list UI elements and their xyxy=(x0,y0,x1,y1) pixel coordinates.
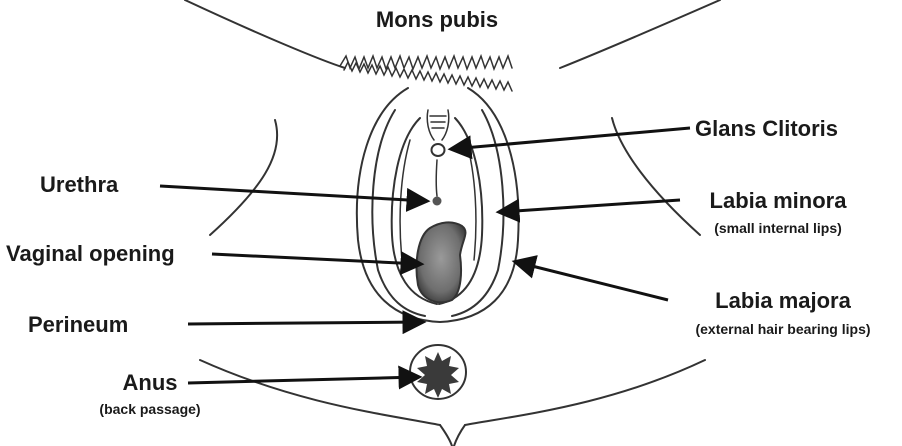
label-mons-pubis: Mons pubis xyxy=(376,7,498,32)
urethra-shape xyxy=(433,197,442,206)
glans-clitoris-shape xyxy=(432,144,445,156)
label-glans-clitoris: Glans Clitoris xyxy=(695,116,838,141)
label-anus-sub: (back passage) xyxy=(99,401,200,417)
label-labia-minora-sub: (small internal lips) xyxy=(714,220,842,236)
anus-shape xyxy=(410,345,466,399)
arrow-glans-clitoris xyxy=(452,128,690,149)
pubic-hair xyxy=(340,56,512,91)
label-labia-minora: Labia minora xyxy=(710,188,848,213)
arrow-anus xyxy=(188,377,418,383)
label-labia-majora-sub: (external hair bearing lips) xyxy=(695,321,870,337)
vaginal-opening-shape xyxy=(417,222,466,302)
label-urethra: Urethra xyxy=(40,172,119,197)
arrow-urethra xyxy=(160,186,426,201)
arrow-labia-minora xyxy=(500,200,680,212)
arrow-vaginal-opening xyxy=(212,254,420,264)
arrow-labia-majora xyxy=(516,262,668,300)
arrow-perineum xyxy=(188,322,422,324)
label-anus: Anus xyxy=(123,370,178,395)
label-labia-majora: Labia majora xyxy=(715,288,851,313)
label-perineum: Perineum xyxy=(28,312,128,337)
label-vaginal-opening: Vaginal opening xyxy=(6,241,175,266)
